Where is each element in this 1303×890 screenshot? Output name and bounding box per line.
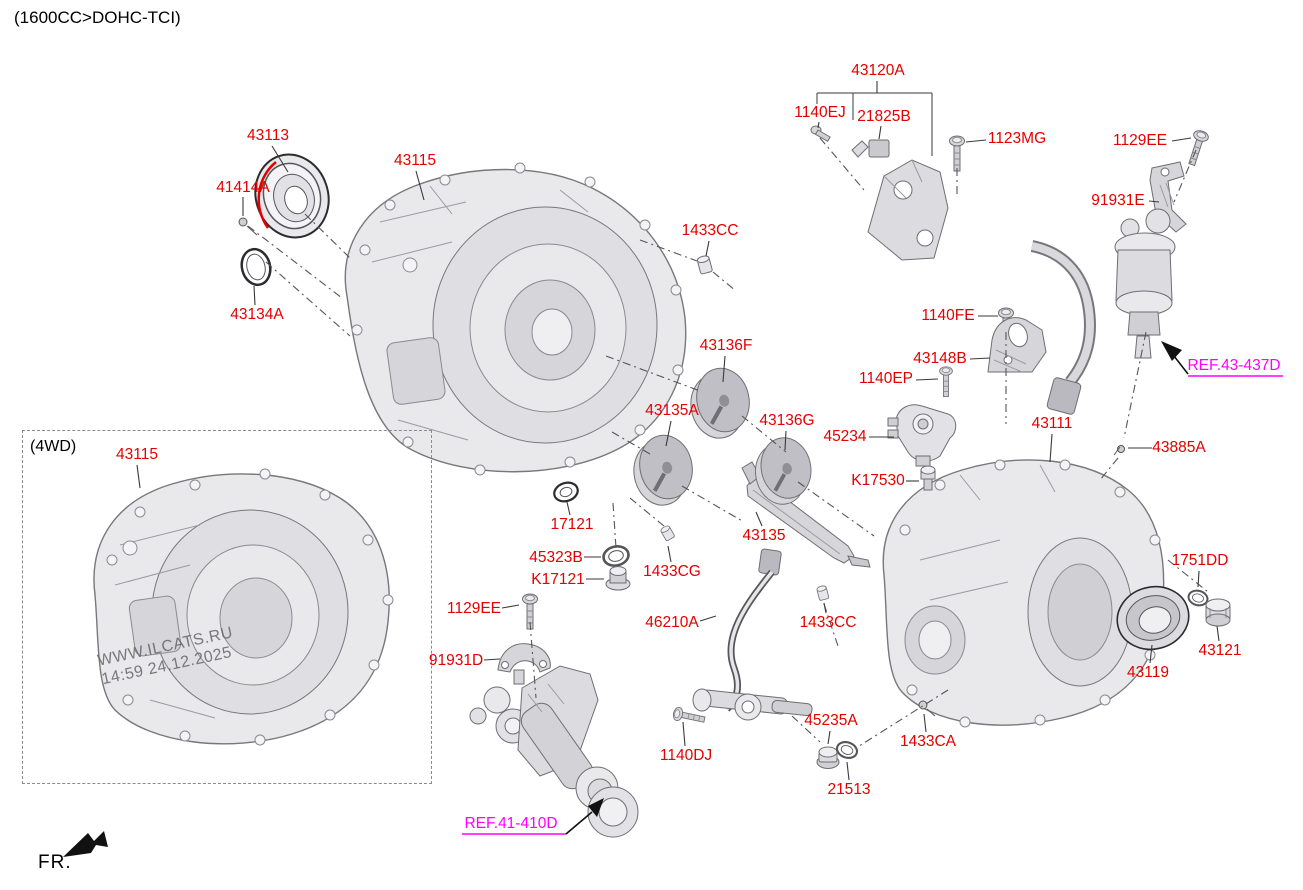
seal-43119 bbox=[1116, 585, 1190, 651]
part-number-k17530[interactable]: K17530 bbox=[851, 472, 905, 489]
clutch-housing-4wd bbox=[93, 468, 394, 746]
clutch-actuator-assembly bbox=[469, 665, 639, 838]
part-number-1433ca[interactable]: 1433CA bbox=[899, 733, 957, 750]
ref-43-437d-arrow bbox=[1161, 341, 1283, 377]
leader-lines bbox=[136, 81, 1220, 781]
seal-17121 bbox=[553, 481, 579, 503]
part-number-21513[interactable]: 21513 bbox=[827, 781, 871, 798]
plug-45235a bbox=[816, 746, 840, 769]
assembly-axis-lines bbox=[247, 137, 1209, 749]
part-number-43135[interactable]: 43135 bbox=[742, 527, 786, 544]
part-number-91931e[interactable]: 91931E bbox=[1091, 192, 1145, 209]
part-number-1129ee[interactable]: 1129EE bbox=[446, 600, 502, 617]
transaxle-case bbox=[882, 459, 1166, 728]
part-number-1140ej[interactable]: 1140EJ bbox=[794, 104, 846, 121]
sensor-45234 bbox=[887, 404, 957, 467]
part-number-43111[interactable]: 43111 bbox=[1031, 415, 1073, 432]
part-number-43885a[interactable]: 43885A bbox=[1152, 439, 1206, 456]
part-number-43115[interactable]: 43115 bbox=[394, 152, 436, 169]
part-number-41414a[interactable]: 41414A bbox=[216, 179, 270, 196]
part-number-43135a[interactable]: 43135A bbox=[645, 402, 699, 419]
mounting-bracket-43120a bbox=[867, 159, 949, 261]
fr-direction-arrow bbox=[63, 831, 108, 857]
plug-k17121 bbox=[605, 566, 631, 591]
part-number-43136g[interactable]: 43136G bbox=[759, 412, 815, 429]
part-number-1123mg[interactable]: 1123MG bbox=[987, 130, 1047, 147]
part-number-1140ep[interactable]: 1140EP bbox=[858, 370, 914, 387]
pin-41414a bbox=[238, 217, 258, 236]
variant-4wd-label: (4WD) bbox=[30, 438, 77, 455]
pin-43885a bbox=[1113, 445, 1125, 456]
part-number-43148b[interactable]: 43148B bbox=[913, 350, 967, 367]
part-number-1129ee[interactable]: 1129EE bbox=[1112, 132, 1168, 149]
part-number-k17121[interactable]: K17121 bbox=[531, 571, 585, 588]
part-number-43121[interactable]: 43121 bbox=[1198, 642, 1242, 659]
part-number-43119[interactable]: 43119 bbox=[1127, 664, 1169, 681]
ref-41-410d-arrow bbox=[462, 798, 604, 835]
ref-link-ref-41-410d[interactable]: REF.41-410D bbox=[464, 815, 558, 832]
part-number-1751dd[interactable]: 1751DD bbox=[1171, 552, 1229, 569]
bearing-43113 bbox=[254, 153, 330, 239]
part-number-43113[interactable]: 43113 bbox=[247, 127, 289, 144]
part-number-45323b[interactable]: 45323B bbox=[529, 549, 583, 566]
part-number-45235a[interactable]: 45235A bbox=[804, 712, 858, 729]
damper-21825b bbox=[851, 139, 890, 158]
part-number-46210a[interactable]: 46210A bbox=[645, 614, 699, 631]
variant-4wd-box bbox=[22, 430, 432, 784]
plug-k17530 bbox=[920, 465, 936, 491]
fr-direction-label: FR. bbox=[38, 852, 72, 873]
part-number-17121[interactable]: 17121 bbox=[550, 516, 594, 533]
engine-variant-title: (1600CC>DOHC-TCI) bbox=[14, 8, 181, 27]
part-number-21825b[interactable]: 21825B bbox=[857, 108, 911, 125]
part-number-43115[interactable]: 43115 bbox=[116, 446, 158, 463]
ref-link-ref-43-437d[interactable]: REF.43-437D bbox=[1187, 357, 1281, 374]
bracket-91931d bbox=[497, 643, 551, 685]
bracket-43148b bbox=[987, 317, 1047, 373]
part-number-1433cc[interactable]: 1433CC bbox=[681, 222, 739, 239]
ring-43134a bbox=[240, 247, 272, 287]
shift-lever-assembly bbox=[692, 688, 813, 721]
part-number-43136f[interactable]: 43136F bbox=[699, 337, 753, 354]
part-number-91931d[interactable]: 91931D bbox=[428, 652, 484, 669]
part-number-45234[interactable]: 45234 bbox=[823, 428, 867, 445]
part-number-43120a[interactable]: 43120A bbox=[851, 62, 905, 79]
part-number-1433cg[interactable]: 1433CG bbox=[643, 563, 701, 580]
speed-sensor-assembly bbox=[1030, 208, 1176, 415]
part-number-43134a[interactable]: 43134A bbox=[230, 306, 284, 323]
plug-43121 bbox=[1205, 598, 1231, 627]
clutch-housing-2wd bbox=[344, 162, 687, 476]
part-number-1433cc[interactable]: 1433CC bbox=[799, 614, 857, 631]
part-number-1140fe[interactable]: 1140FE bbox=[921, 307, 975, 324]
part-number-1140dj[interactable]: 1140DJ bbox=[659, 747, 713, 764]
